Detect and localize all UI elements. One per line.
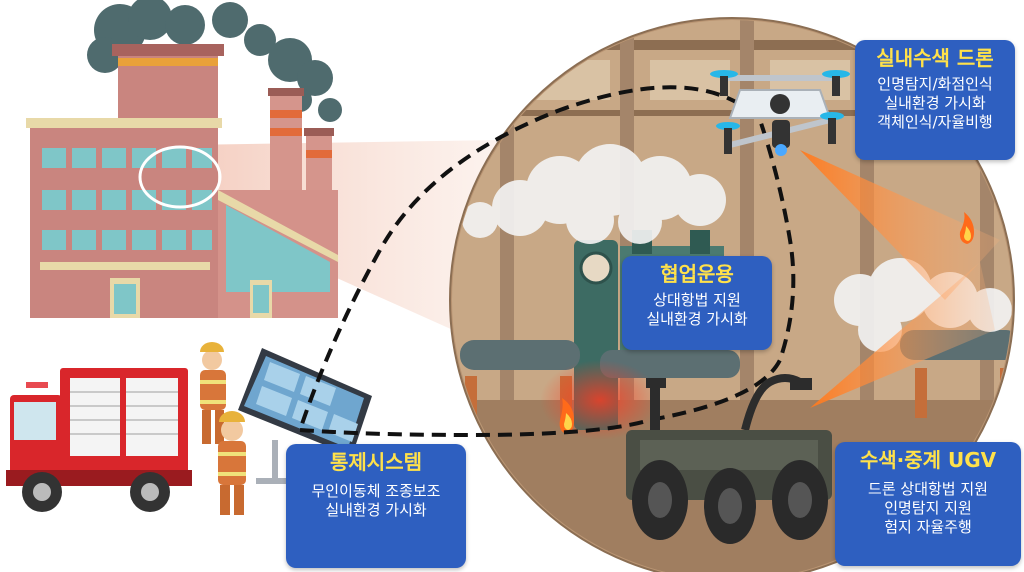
drone-box-line: 객체인식/자율비행 (877, 112, 993, 131)
drone-box-line: 실내환경 가시화 (884, 93, 986, 112)
fire-icon (559, 398, 574, 434)
control-box-line: 무인이동체 조종보조 (311, 481, 441, 500)
ugv-box-line: 험지 자율주행 (884, 517, 972, 536)
coop-box-line: 실내환경 가시화 (646, 309, 748, 328)
coop-box-title: 협업운용 (660, 262, 734, 286)
drone-icon (710, 70, 850, 156)
monitor-icon (238, 348, 372, 484)
ugv-box-line: 드론 상대항법 지원 (868, 479, 988, 498)
factory-icon (26, 0, 342, 318)
ugv-info-box: 수색·중계 UGV 드론 상대항법 지원 인명탐지 지원 험지 자율주행 (835, 442, 1021, 566)
ugv-box-title: 수색·중계 UGV (859, 448, 997, 472)
control-info-box: 통제시스템 무인이동체 조종보조 실내환경 가시화 (286, 444, 466, 568)
coop-info-box: 협업운용 상대항법 지원 실내환경 가시화 (622, 256, 772, 350)
sensor-cone (800, 150, 1000, 300)
firefighter-icon (218, 411, 246, 515)
drone-box-line: 인명탐지/화점인식 (877, 74, 993, 93)
ugv-box-line: 인명탐지 지원 (884, 498, 972, 517)
control-box-line: 실내환경 가시화 (325, 500, 427, 519)
smoke-icon (87, 0, 342, 122)
ugv-robot-icon (626, 374, 832, 544)
fire-truck-icon (6, 368, 192, 512)
cooperation-path (298, 85, 796, 438)
fire-icon (959, 212, 974, 244)
drone-box-title: 실내수색 드론 (876, 46, 994, 70)
control-box-title: 통제시스템 (330, 450, 422, 474)
drone-info-box: 실내수색 드론 인명탐지/화점인식 실내환경 가시화 객체인식/자율비행 (855, 40, 1015, 160)
sensor-cone (810, 262, 995, 408)
firefighter-icon (200, 342, 226, 444)
coop-box-line: 상대항법 지원 (653, 290, 741, 309)
